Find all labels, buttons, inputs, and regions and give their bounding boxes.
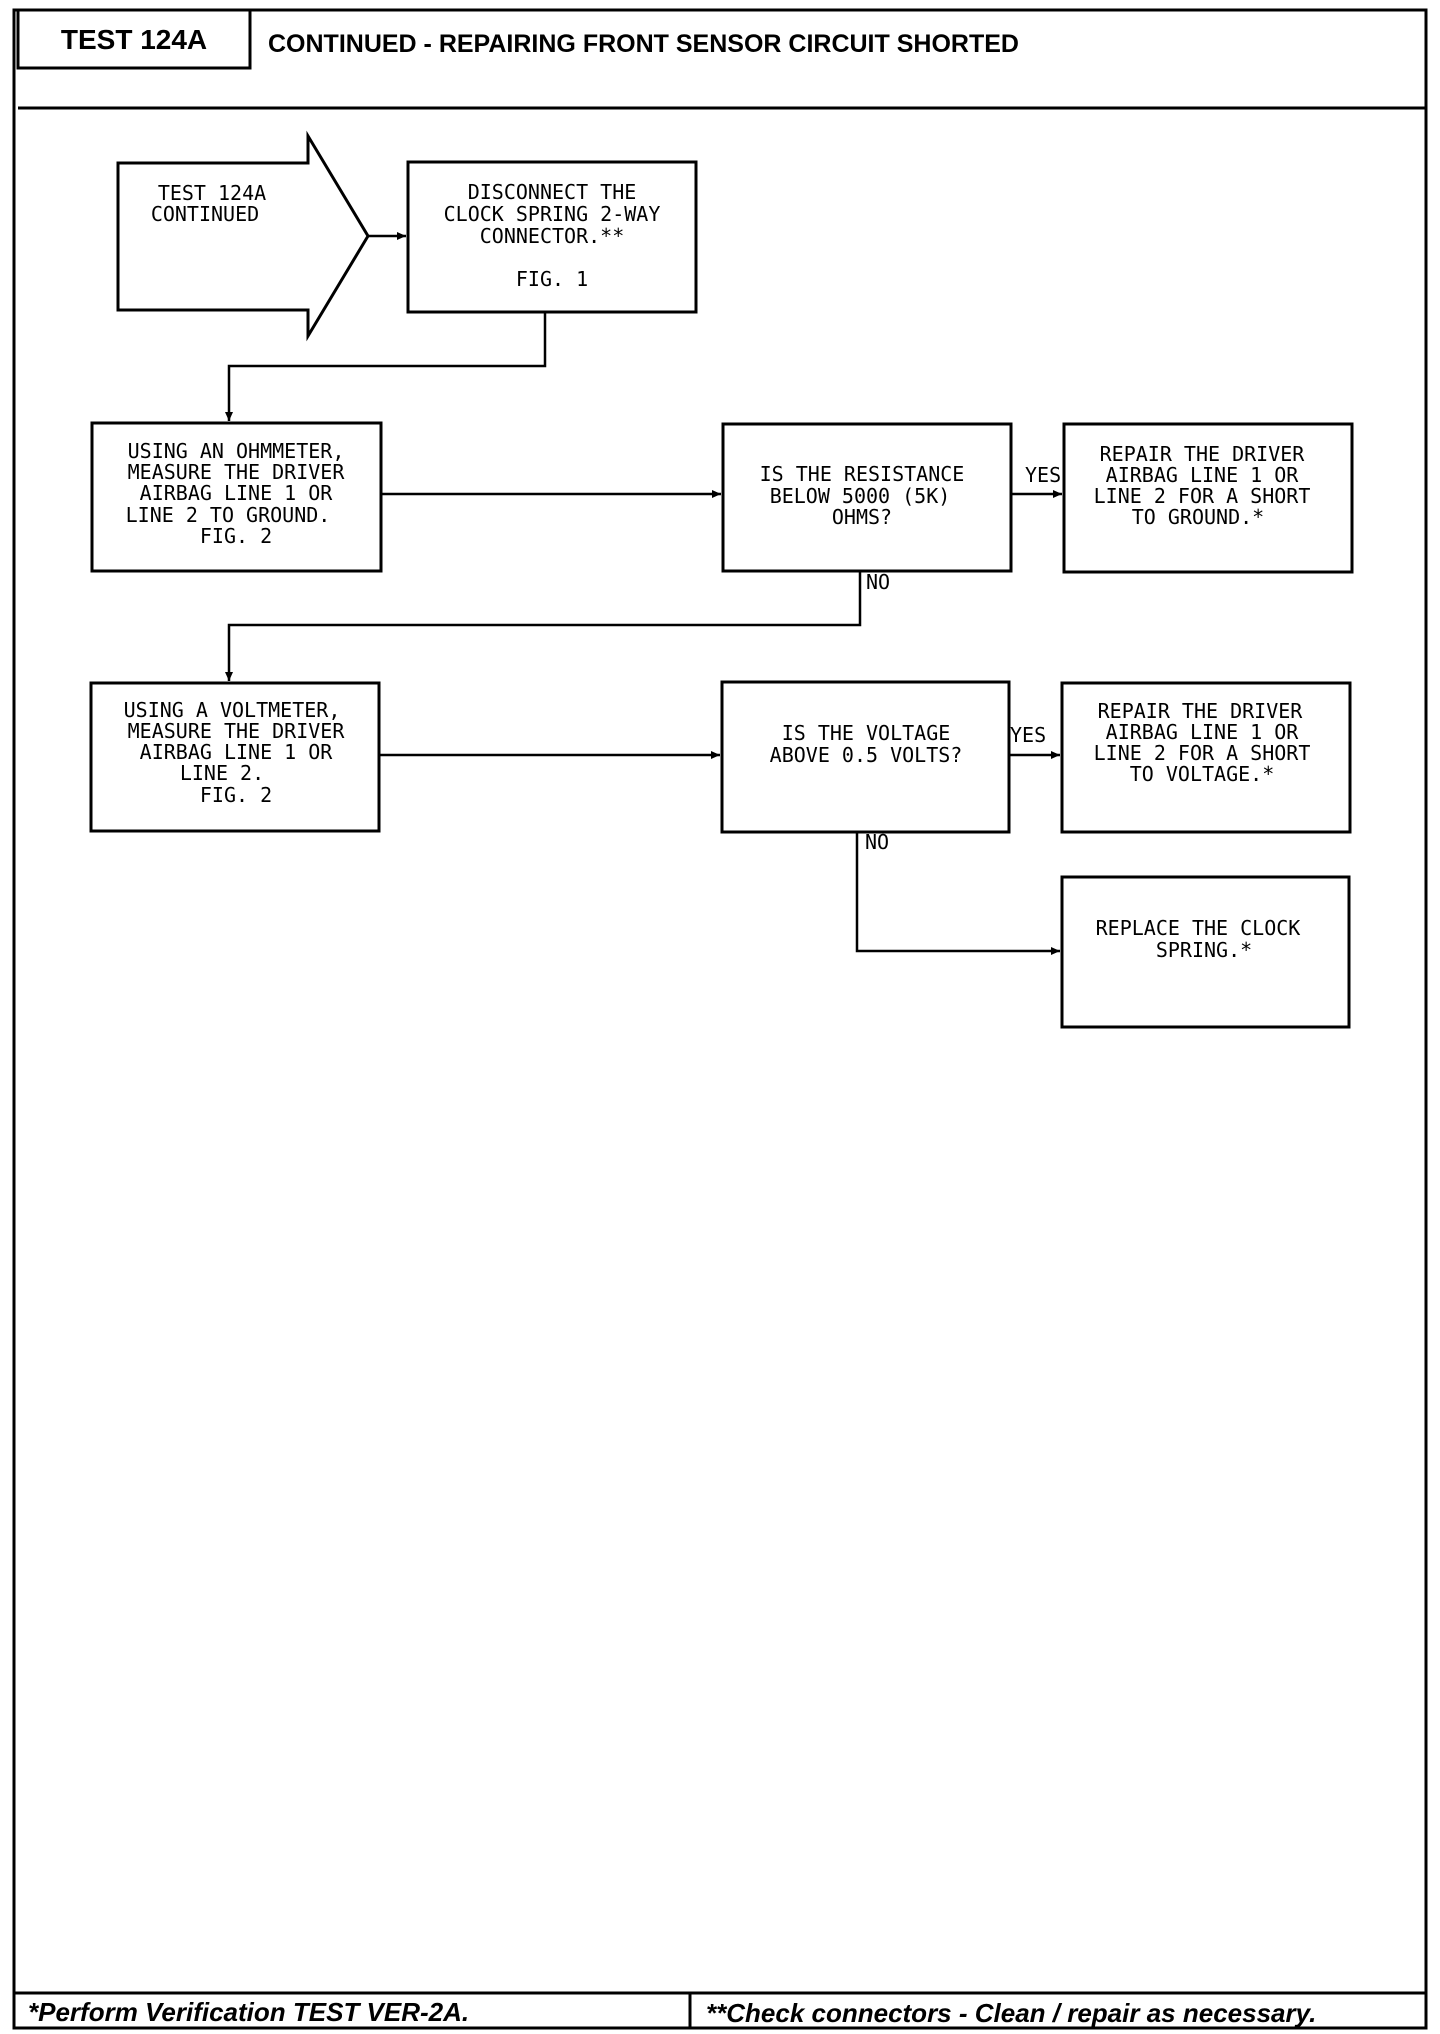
connectors [225, 232, 1062, 955]
voltage-question-box [720, 680, 1011, 834]
footnote-connectors: **Check connectors - Clean / repair as n… [706, 1998, 1316, 2028]
voltage-line-1: IS THE VOLTAGE [782, 721, 951, 745]
resistance-line-2: BELOW 5000 (5K) [770, 484, 951, 508]
page-title: CONTINUED - REPAIRING FRONT SENSOR CIRCU… [268, 30, 1019, 58]
disconnect-box [406, 160, 698, 314]
resistance-no-label: NO [866, 570, 890, 594]
disconnect-step: DISCONNECT THE CLOCK SPRING 2-WAY CONNEC… [406, 160, 698, 314]
replace-clock-line-2: SPRING.* [1156, 938, 1252, 962]
voltmeter-line-2: MEASURE THE DRIVER [128, 719, 346, 743]
ohmmeter-box [90, 421, 383, 573]
entry-node: TEST 124A CONTINUED [116, 130, 370, 342]
footnote-verification: *Perform Verification TEST VER-2A. [28, 1997, 469, 2027]
footer: *Perform Verification TEST VER-2A. **Che… [14, 1991, 1426, 2028]
repair-ground-line-2: AIRBAG LINE 1 OR [1106, 463, 1300, 487]
entry-line-1: TEST 124A [158, 181, 266, 205]
test-id: TEST 124A [61, 24, 207, 55]
header: TEST 124A CONTINUED - REPAIRING FRONT SE… [16, 8, 1426, 110]
ohmmeter-line-3: AIRBAG LINE 1 OR [140, 481, 334, 505]
connector-resistance-no [225, 571, 862, 681]
page-border [12, 8, 1428, 2030]
repair-voltage-line-2: AIRBAG LINE 1 OR [1106, 720, 1300, 744]
connector-voltage-no [855, 832, 1060, 955]
repair-ground-line-4: TO GROUND.* [1132, 505, 1264, 529]
repair-voltage-box [1060, 681, 1352, 834]
ohmmeter-figure-ref: FIG. 2 [200, 524, 272, 548]
resistance-decision: IS THE RESISTANCE BELOW 5000 (5K) OHMS? [721, 422, 1013, 573]
voltmeter-line-1: USING A VOLTMETER, [124, 698, 341, 722]
voltmeter-line-4: LINE 2. [180, 761, 264, 785]
voltage-decision: IS THE VOLTAGE ABOVE 0.5 VOLTS? [720, 680, 1011, 834]
entry-line-2: CONTINUED [151, 202, 259, 226]
repair-voltage-line-4: TO VOLTAGE.* [1130, 762, 1275, 786]
ohmmeter-line-2: MEASURE THE DRIVER [128, 460, 346, 484]
replace-clock-box [1060, 875, 1351, 1029]
voltmeter-step: USING A VOLTMETER, MEASURE THE DRIVER AI… [89, 681, 381, 833]
voltage-no-label: NO [865, 830, 889, 854]
repair-ground-box [1062, 422, 1354, 574]
repair-ground-line-3: LINE 2 FOR A SHORT [1094, 484, 1311, 508]
disconnect-line-2: CLOCK SPRING 2-WAY [444, 202, 661, 226]
test-id-box [16, 8, 252, 70]
replace-clock-line-1: REPLACE THE CLOCK [1096, 916, 1301, 940]
ohmmeter-line-4: LINE 2 TO GROUND. [126, 503, 331, 527]
voltmeter-figure-ref: FIG. 2 [200, 783, 272, 807]
voltmeter-line-3: AIRBAG LINE 1 OR [140, 740, 334, 764]
disconnect-figure-ref: FIG. 1 [516, 267, 588, 291]
voltage-line-2: ABOVE 0.5 VOLTS? [770, 743, 963, 767]
resistance-yes-label: YES [1025, 463, 1061, 487]
replace-clock-step: REPLACE THE CLOCK SPRING.* [1060, 875, 1351, 1029]
voltage-yes-label: YES [1010, 723, 1046, 747]
repair-ground-step: REPAIR THE DRIVER AIRBAG LINE 1 OR LINE … [1062, 422, 1354, 574]
repair-voltage-line-3: LINE 2 FOR A SHORT [1094, 741, 1311, 765]
connector-disconnect-to-ohmmeter [225, 312, 547, 421]
ohmmeter-step: USING AN OHMMETER, MEASURE THE DRIVER AI… [90, 421, 383, 573]
resistance-line-1: IS THE RESISTANCE [760, 462, 965, 486]
repair-voltage-line-1: REPAIR THE DRIVER [1098, 699, 1304, 723]
entry-arrow-shape [116, 130, 370, 342]
voltmeter-box [89, 681, 381, 833]
disconnect-line-3: CONNECTOR.** [480, 224, 625, 248]
resistance-question-box [721, 422, 1013, 573]
repair-voltage-step: REPAIR THE DRIVER AIRBAG LINE 1 OR LINE … [1060, 681, 1352, 834]
resistance-line-3: OHMS? [832, 505, 892, 529]
repair-ground-line-1: REPAIR THE DRIVER [1100, 442, 1306, 466]
ohmmeter-line-1: USING AN OHMMETER, [128, 439, 345, 463]
disconnect-line-1: DISCONNECT THE [468, 180, 637, 204]
